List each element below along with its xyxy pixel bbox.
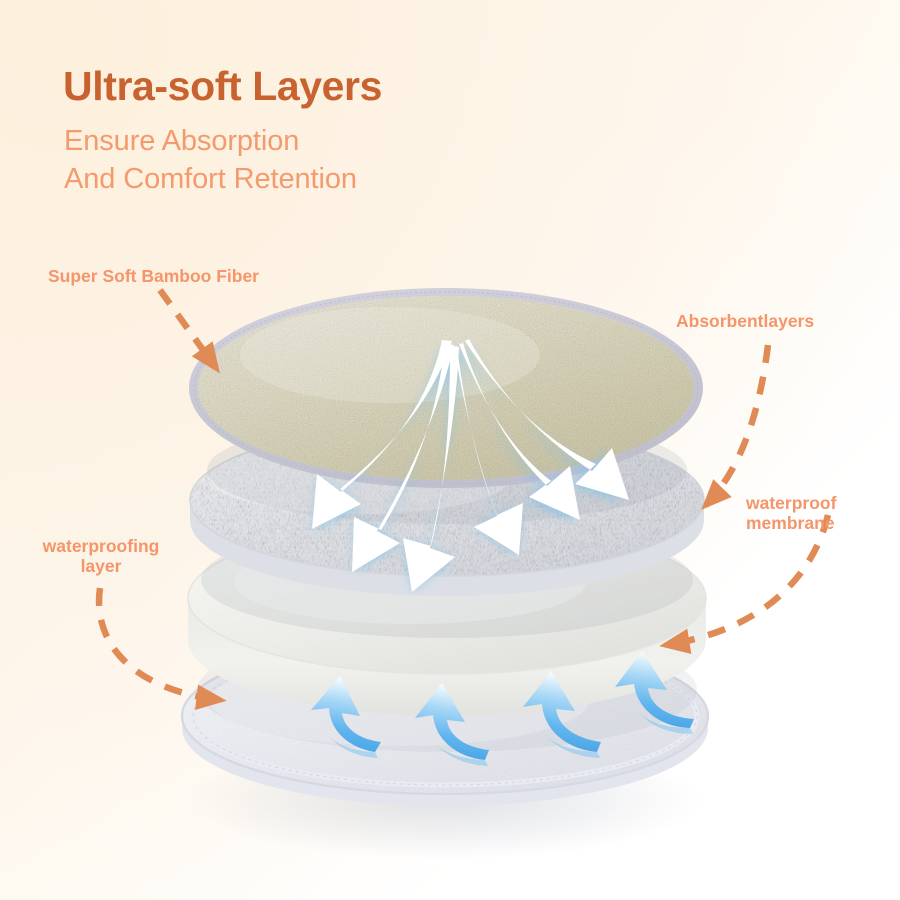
- connector-absorbent: [701, 344, 772, 510]
- callout-label-absorbent: Absorbentlayers: [676, 311, 815, 331]
- absorption-arrows: [312, 339, 629, 592]
- callout-label-bamboo: Super Soft Bamboo Fiber: [48, 266, 259, 286]
- page-title: Ultra-soft Layers: [63, 63, 383, 109]
- connector-membrane: [659, 514, 832, 654]
- callout-label-membrane: waterproof membrane: [746, 493, 837, 533]
- page-subtitle: Ensure Absorption And Comfort Retention: [64, 125, 357, 196]
- connector-bamboo: [157, 288, 220, 374]
- connector-waterproofing: [95, 587, 227, 711]
- breathability-arrows: [311, 651, 694, 766]
- callout-label-waterproofing: waterproofing layer: [42, 536, 160, 576]
